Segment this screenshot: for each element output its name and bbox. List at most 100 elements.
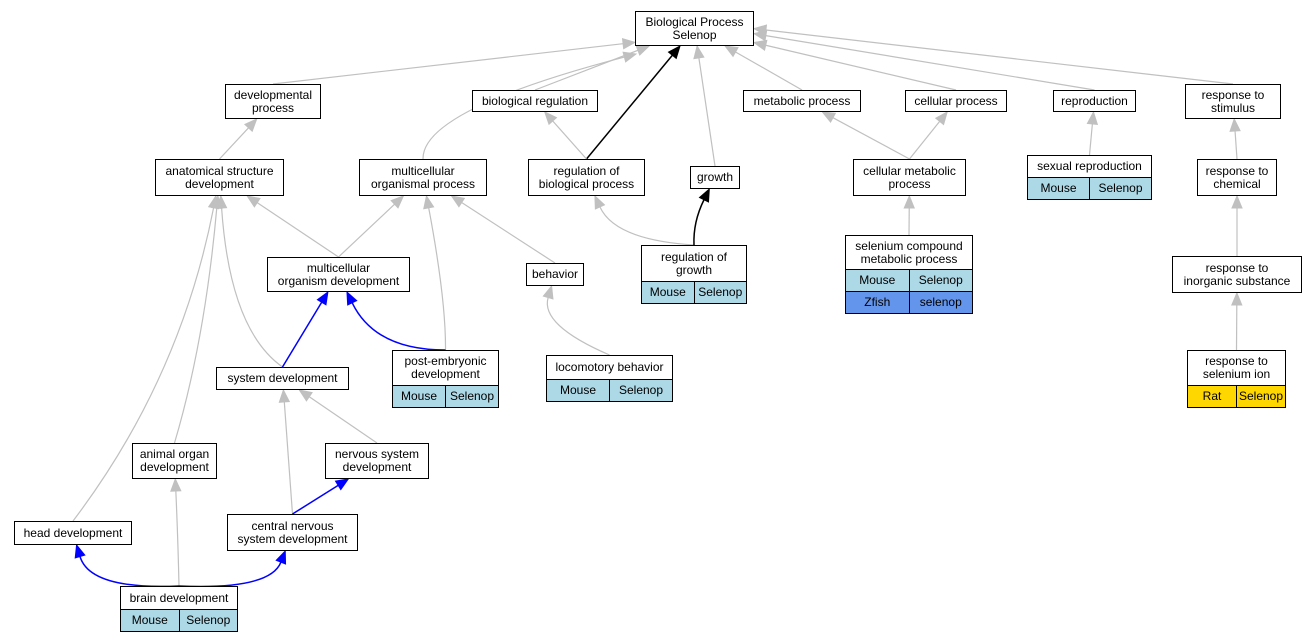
node-regulation-of-biological-process[interactable]: regulation of biological process	[528, 159, 645, 196]
node-label: locomotory behavior	[555, 360, 664, 374]
arrowhead-icon	[1086, 110, 1099, 125]
edge-is-a	[272, 43, 624, 85]
node-label: nervous system development	[334, 447, 420, 474]
node-label: developmental process	[233, 87, 313, 115]
arrowhead-icon	[243, 118, 258, 133]
arrowhead-icon	[346, 290, 358, 306]
arrowhead-icon	[1231, 291, 1243, 306]
node-label: head development	[23, 525, 123, 540]
arrowhead-icon	[594, 194, 606, 210]
species-cell: Mouse	[121, 610, 179, 631]
node-system-development[interactable]: system development	[216, 367, 349, 390]
edge-regulates	[178, 561, 282, 588]
node-response-to-inorganic-substance[interactable]: response to inorganic substance	[1172, 256, 1302, 293]
node-label: growth	[696, 170, 734, 184]
species-cell: Zfish	[846, 292, 909, 313]
node-behavior[interactable]: behavior	[526, 263, 584, 286]
node-response-to-chemical[interactable]: response to chemical	[1197, 159, 1277, 196]
node-developmental-process[interactable]: developmental process	[225, 84, 321, 119]
edge-is-a	[735, 51, 803, 91]
arrowhead-icon	[752, 24, 768, 36]
node-multicellular-organism-development[interactable]: multicellular organism development	[267, 257, 410, 292]
edge-is-a	[461, 202, 556, 264]
arrowhead-icon	[170, 477, 182, 492]
edge-is-a	[72, 207, 215, 522]
species-cell: Mouse	[642, 282, 694, 303]
arrowhead-icon	[450, 195, 466, 208]
node-label: post-embryonic development	[404, 354, 487, 381]
edge-part-of	[693, 199, 705, 246]
edge-is-a	[765, 44, 957, 91]
node-cellular-metabolic-process[interactable]: cellular metabolic process	[853, 159, 966, 196]
edge-is-a	[698, 57, 716, 167]
edge-is-a	[175, 490, 180, 587]
node-reproduction[interactable]: reproduction	[1053, 90, 1136, 112]
species-cell: Mouse	[1028, 178, 1089, 199]
node-growth[interactable]: growth	[690, 166, 740, 189]
arrowhead-icon	[693, 44, 705, 60]
edge-is-a	[832, 117, 910, 160]
arrowhead-icon	[278, 388, 291, 403]
node-label: sexual reproduction	[1037, 159, 1142, 173]
edge-regulates	[281, 301, 323, 368]
node-response-to-stimulus[interactable]: response to stimulus	[1185, 84, 1281, 119]
node-biological-regulation[interactable]: biological regulation	[472, 90, 598, 112]
node-head-development[interactable]: head development	[14, 521, 132, 545]
edge-is-a	[599, 206, 695, 246]
gene-cell: Selenop	[445, 386, 498, 407]
node-central-nervous-system-development[interactable]: central nervous system development	[227, 514, 358, 551]
node-anatomical-structure-development[interactable]: anatomical structure development	[155, 159, 284, 196]
arrowhead-icon	[622, 51, 638, 63]
node-label: system development	[227, 371, 338, 385]
gene-cell: Selenop	[1089, 178, 1151, 199]
node-cellular-process[interactable]: cellular process	[905, 90, 1007, 112]
gene-cell: Selenop	[178, 610, 237, 631]
edge-is-a	[219, 127, 249, 160]
edge-is-a	[765, 29, 1234, 85]
species-cell: Rat	[1188, 386, 1236, 407]
arrowhead-icon	[246, 195, 261, 208]
node-nervous-system-development[interactable]: nervous system development	[325, 443, 429, 479]
gene-cell: Selenop	[1236, 386, 1285, 407]
arrowhead-icon	[543, 111, 558, 126]
arrowhead-icon	[698, 187, 710, 203]
gene-cell: Selenop	[693, 282, 746, 303]
node-label: animal organ development	[139, 447, 210, 474]
edge-is-a	[173, 207, 218, 444]
edge-is-a	[428, 207, 447, 351]
node-metabolic-process[interactable]: metabolic process	[743, 90, 861, 112]
node-label: reproduction	[1061, 93, 1128, 108]
node-label: multicellular organismal process	[370, 163, 476, 191]
arrowhead-icon	[207, 194, 220, 210]
node-animal-organ-development[interactable]: animal organ development	[132, 443, 217, 479]
edge-is-a	[765, 35, 1095, 91]
arrowhead-icon	[1231, 194, 1243, 209]
arrowhead-icon	[821, 111, 837, 123]
arrowhead-icon	[74, 543, 86, 559]
node-label: anatomical structure development	[165, 163, 274, 191]
node-root[interactable]: Biological Process Selenop	[635, 11, 754, 46]
arrowhead-icon	[667, 44, 681, 60]
node-multicellular-organismal-process[interactable]: multicellular organismal process	[359, 159, 487, 196]
arrowhead-icon	[1229, 117, 1241, 132]
arrowhead-icon	[298, 389, 313, 402]
edge-is-a	[256, 202, 339, 258]
node-label: regulation of biological process	[538, 163, 635, 191]
arrowhead-icon	[334, 478, 350, 491]
node-label: selenium compound metabolic process	[855, 238, 963, 266]
arrowhead-icon	[390, 195, 405, 209]
